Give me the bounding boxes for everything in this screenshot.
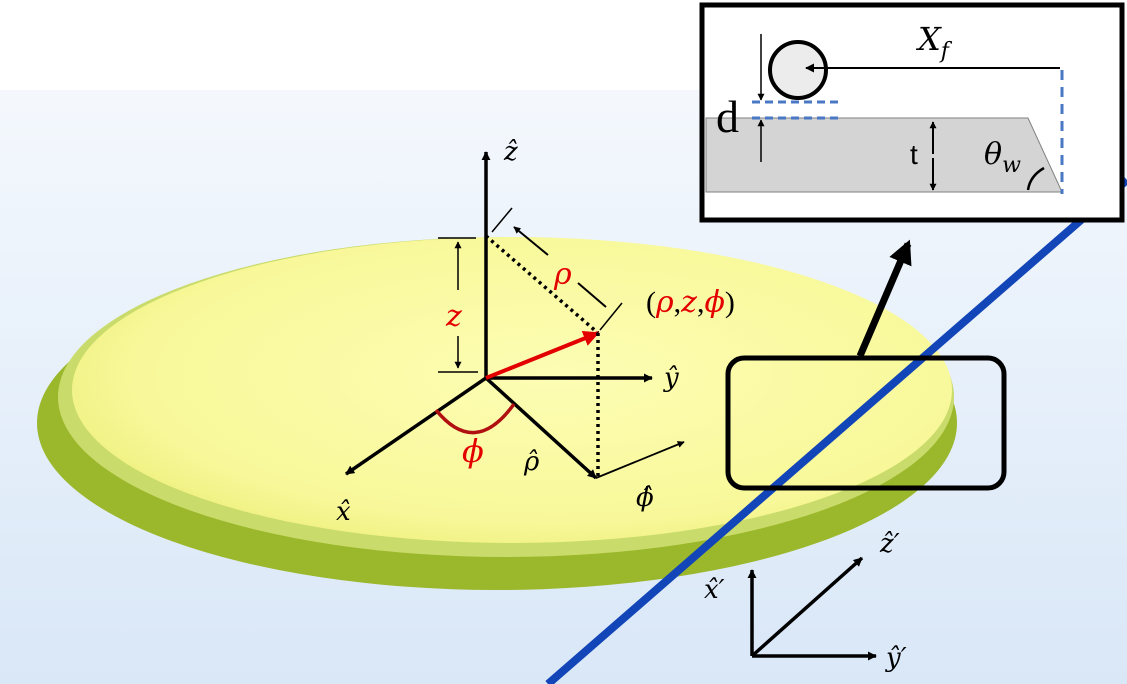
- phi-hat-arrow: [595, 441, 685, 479]
- primed-axes: x̂′ ŷ′ ẑ′: [704, 529, 907, 673]
- z-prime-axis-arrow: [750, 556, 864, 658]
- highlight-box: [725, 355, 1007, 491]
- fiber: [545, 176, 1127, 684]
- point-comma-1: ,: [674, 286, 682, 319]
- rho-hat-arrow: [484, 376, 598, 480]
- position-vector: [485, 330, 600, 380]
- inset-xf-label: Xf: [915, 20, 953, 64]
- inset-d-label: d: [716, 91, 739, 142]
- disk: [37, 237, 957, 590]
- inset-theta-sub: w: [1002, 153, 1021, 178]
- rho-tick-bottom: [599, 302, 623, 331]
- z-axis-label: ẑ: [503, 137, 518, 167]
- y-axis-label: ŷ: [663, 363, 679, 393]
- x-axis-label: x̂: [336, 497, 351, 527]
- inset-xf-main: X: [915, 20, 942, 58]
- point-rho: ρ: [655, 285, 674, 320]
- z-prime-label: ẑ′: [879, 529, 900, 559]
- point-z: z: [680, 285, 697, 320]
- rho-arrow-head: [513, 226, 549, 256]
- zoom-pointer-arrow: [856, 239, 912, 358]
- inset-theta-arc: [1026, 166, 1045, 191]
- x-prime-label: x̂′: [704, 575, 725, 605]
- y-prime-label: ŷ′: [885, 643, 907, 673]
- point-close-paren: ): [725, 286, 735, 319]
- phi-label: ϕ: [462, 432, 484, 470]
- inset-theta-main: θ: [984, 137, 1002, 172]
- point-comma-2: ,: [697, 286, 705, 319]
- point-phi: ϕ: [704, 285, 724, 320]
- rho-hat-label: ρ̂: [523, 447, 540, 477]
- z-height-label: z: [445, 299, 462, 334]
- disk-top: [72, 237, 952, 543]
- x-axis-arrow: [345, 376, 487, 476]
- phi-hat-label: ϕ̂: [636, 483, 654, 513]
- phi-arc: [434, 402, 516, 435]
- coordinate-axes: [345, 151, 685, 480]
- inset-theta-label: θw: [984, 137, 1021, 178]
- rho-label: ρ: [553, 257, 572, 292]
- inset-panel: Xf d t θw: [699, 2, 1125, 223]
- rho-arrow-tail: [577, 282, 607, 308]
- inset-t-label: t: [910, 139, 918, 170]
- point-coordinates-label: (ρ,z,ϕ): [646, 285, 735, 320]
- rho-tick-top: [491, 207, 513, 233]
- inset-particle: [768, 40, 828, 100]
- point-open-paren: (: [646, 286, 656, 319]
